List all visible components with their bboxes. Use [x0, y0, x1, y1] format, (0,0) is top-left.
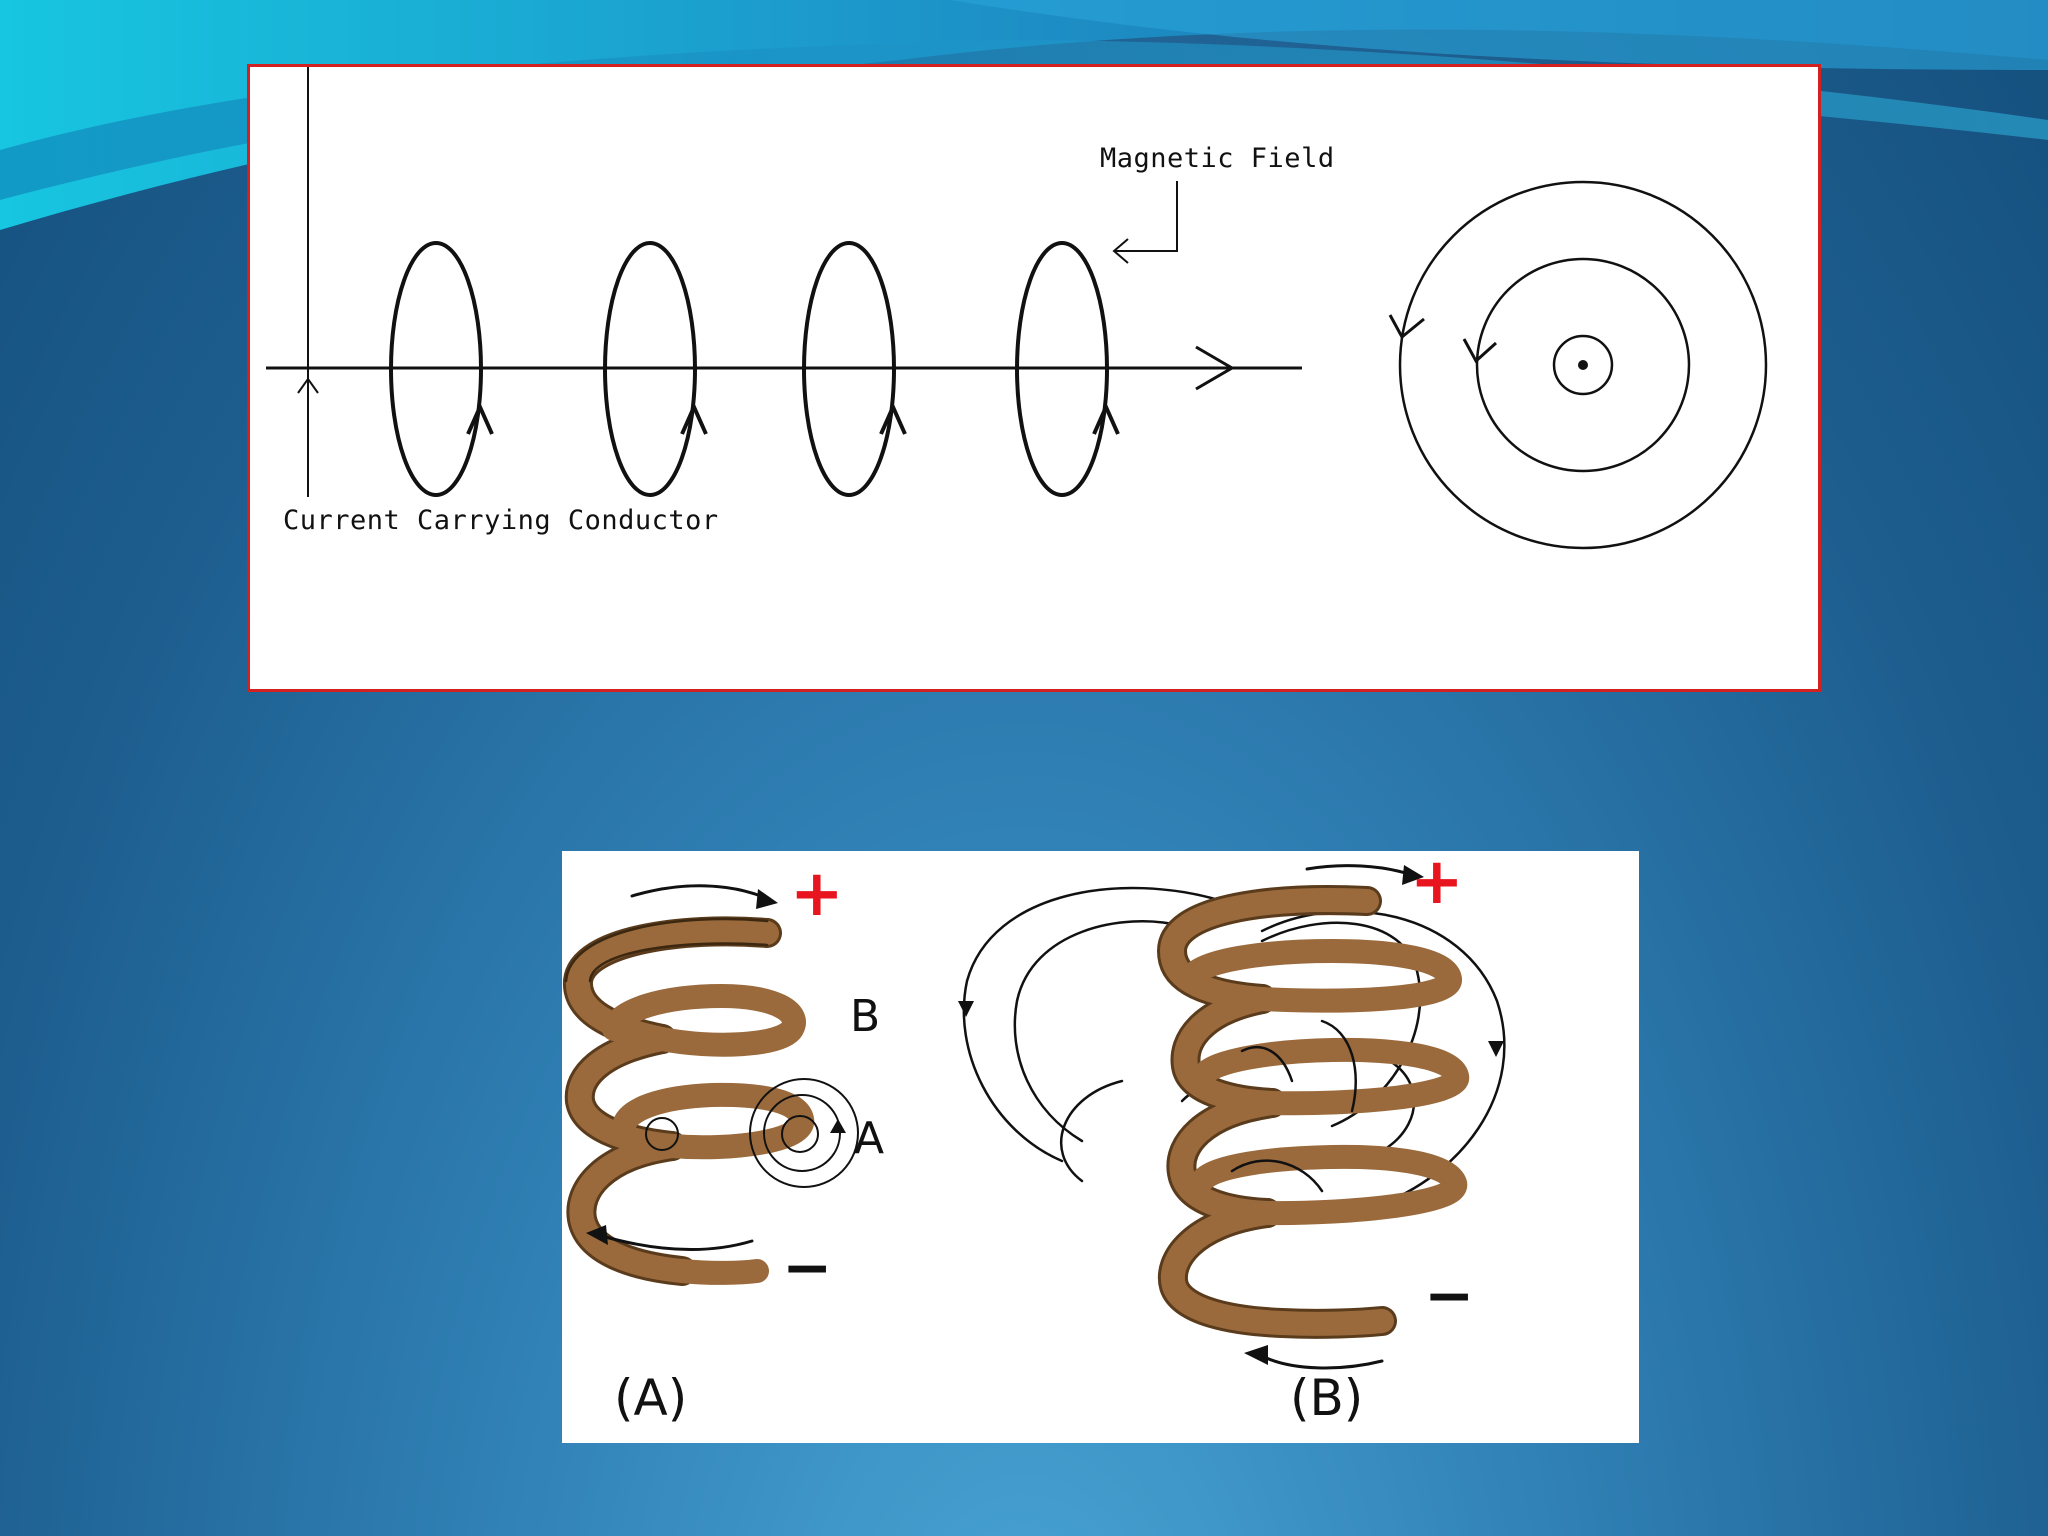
field-loop-1	[389, 241, 483, 497]
coil-b-field-arrow-right-icon	[1488, 1041, 1504, 1057]
coil-b-turn-4	[1160, 1201, 1394, 1336]
coil-b-plus-sign: +	[1410, 845, 1464, 919]
end-view-field-middle	[1475, 257, 1691, 473]
coil-a-turn-3	[569, 1134, 769, 1285]
coil-a-bottom-arrow-icon	[586, 1225, 608, 1245]
coil-b-minus-sign: −	[1424, 1261, 1475, 1331]
coil-a-turn-2	[567, 1027, 684, 1158]
loop-arrow-icon-1	[466, 402, 494, 435]
current-dot-icon	[1578, 360, 1588, 370]
coil-b-field-arrow-left-icon	[958, 1001, 974, 1017]
coil-b-turn-3	[1169, 1091, 1284, 1225]
magnetic-field-label: Magnetic Field	[1100, 143, 1335, 174]
coil-a-label-a: A	[854, 1113, 885, 1164]
coil-a-caption: (A)	[614, 1369, 688, 1427]
coil-a-label-b: B	[850, 991, 881, 1042]
coil-a	[563, 884, 859, 1286]
coil-field-panel: + B A − (A) + − (B)	[562, 845, 1639, 1443]
conductor-field-panel: Magnetic Field Current Carrying Conducto…	[247, 64, 1821, 692]
coil-a-top-arrow-icon	[756, 889, 778, 909]
conductor-label: Current Carrying Conductor	[283, 505, 719, 536]
loop-arrow-icon-3	[879, 402, 907, 435]
end-view-field-outer	[1398, 180, 1768, 550]
field-loop-4	[1015, 241, 1109, 497]
loop-arrow-icon-4	[1092, 402, 1120, 435]
coil-b-turn-1	[1159, 888, 1379, 1011]
coil-a-field-arrow-icon	[830, 1119, 846, 1133]
coil-b-caption: (B)	[1290, 1369, 1364, 1427]
coil-b-top-arrow-icon	[1402, 865, 1424, 885]
coil-a-plus-sign: +	[790, 857, 844, 931]
coil-field-diagram	[563, 864, 1506, 1370]
magnetic-field-leader	[1114, 181, 1178, 252]
coil-b	[958, 864, 1506, 1370]
end-view-conductor	[1552, 334, 1614, 396]
outer-field-arrow-icon	[1388, 314, 1425, 340]
magnetic-field-leader-arrow-icon	[1112, 238, 1129, 264]
coil-b-turn-2	[1173, 987, 1284, 1115]
conductor-arrow-icon	[1195, 345, 1235, 391]
field-loop-2	[603, 241, 697, 497]
middle-field-arrow-icon	[1462, 338, 1498, 364]
coil-b-bottom-arrow-icon	[1244, 1345, 1268, 1365]
field-loop-3	[802, 241, 896, 497]
conductor-field-diagram	[266, 67, 1768, 550]
loop-arrow-icon-2	[680, 402, 708, 435]
coil-a-minus-sign: −	[782, 1233, 833, 1303]
conductor-leader-arrow-icon	[297, 377, 319, 394]
